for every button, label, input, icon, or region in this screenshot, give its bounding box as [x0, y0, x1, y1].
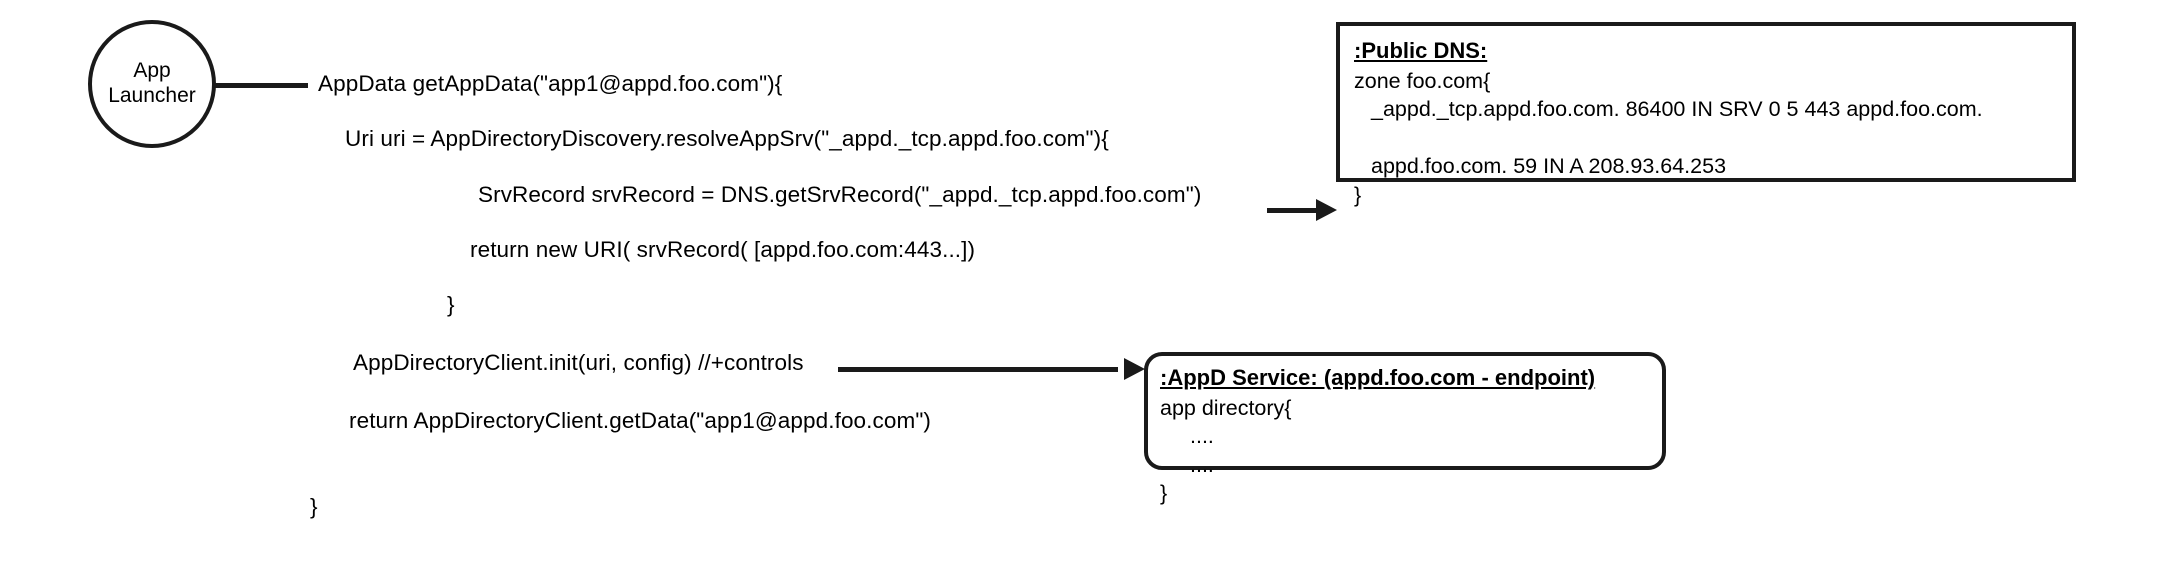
public-dns-box[interactable]: :Public DNS: zone foo.com{ _appd._tcp.ap… [1336, 22, 2076, 207]
code-line-getsrvrecord: SrvRecord srvRecord = DNS.getSrvRecord("… [478, 182, 1202, 207]
code-line-getappdata: AppData getAppData("app1@appd.foo.com"){ [318, 71, 783, 96]
public-dns-line-close-brace: } [1354, 182, 1362, 207]
actor-app-launcher[interactable]: App Launcher [88, 20, 216, 148]
appd-service-title: :AppD Service: (appd.foo.com - endpoint) [1160, 365, 1596, 390]
appd-arrow-shaft [838, 367, 1118, 372]
code-line-close-brace-inner: } [447, 292, 455, 317]
actor-connector-line [214, 83, 308, 88]
actor-label-line-1: App [133, 59, 171, 83]
dns-arrow-shaft [1267, 208, 1319, 213]
code-line-close-brace-outer: } [310, 494, 318, 519]
appd-arrow-head [1124, 358, 1145, 380]
public-dns-line-srv-record: _appd._tcp.appd.foo.com. 86400 IN SRV 0 … [1371, 97, 1983, 122]
appd-service-line-app-directory: app directory{ [1160, 396, 1292, 420]
appd-service-line-close-brace: } [1160, 481, 1168, 506]
code-line-client-init: AppDirectoryClient.init(uri, config) //+… [353, 350, 804, 375]
actor-label-line-2: Launcher [108, 84, 196, 107]
public-dns-title: :Public DNS: [1354, 38, 1488, 63]
appd-service-line-ellipsis-2: .... [1190, 452, 1214, 477]
code-line-return-getdata: return AppDirectoryClient.getData("app1@… [349, 408, 932, 433]
dns-arrow-head [1316, 199, 1337, 221]
appd-service-box[interactable]: :AppD Service: (appd.foo.com - endpoint)… [1144, 352, 1666, 505]
public-dns-line-a-record: appd.foo.com. 59 IN A 208.93.64.253 [1371, 154, 1727, 179]
code-line-resolveappsrv: Uri uri = AppDirectoryDiscovery.resolveA… [345, 126, 1109, 151]
code-line-return-new-uri: return new URI( srvRecord( [appd.foo.com… [470, 237, 976, 262]
public-dns-line-zone: zone foo.com{ [1354, 69, 1491, 93]
appd-service-line-ellipsis-1: .... [1190, 424, 1214, 449]
